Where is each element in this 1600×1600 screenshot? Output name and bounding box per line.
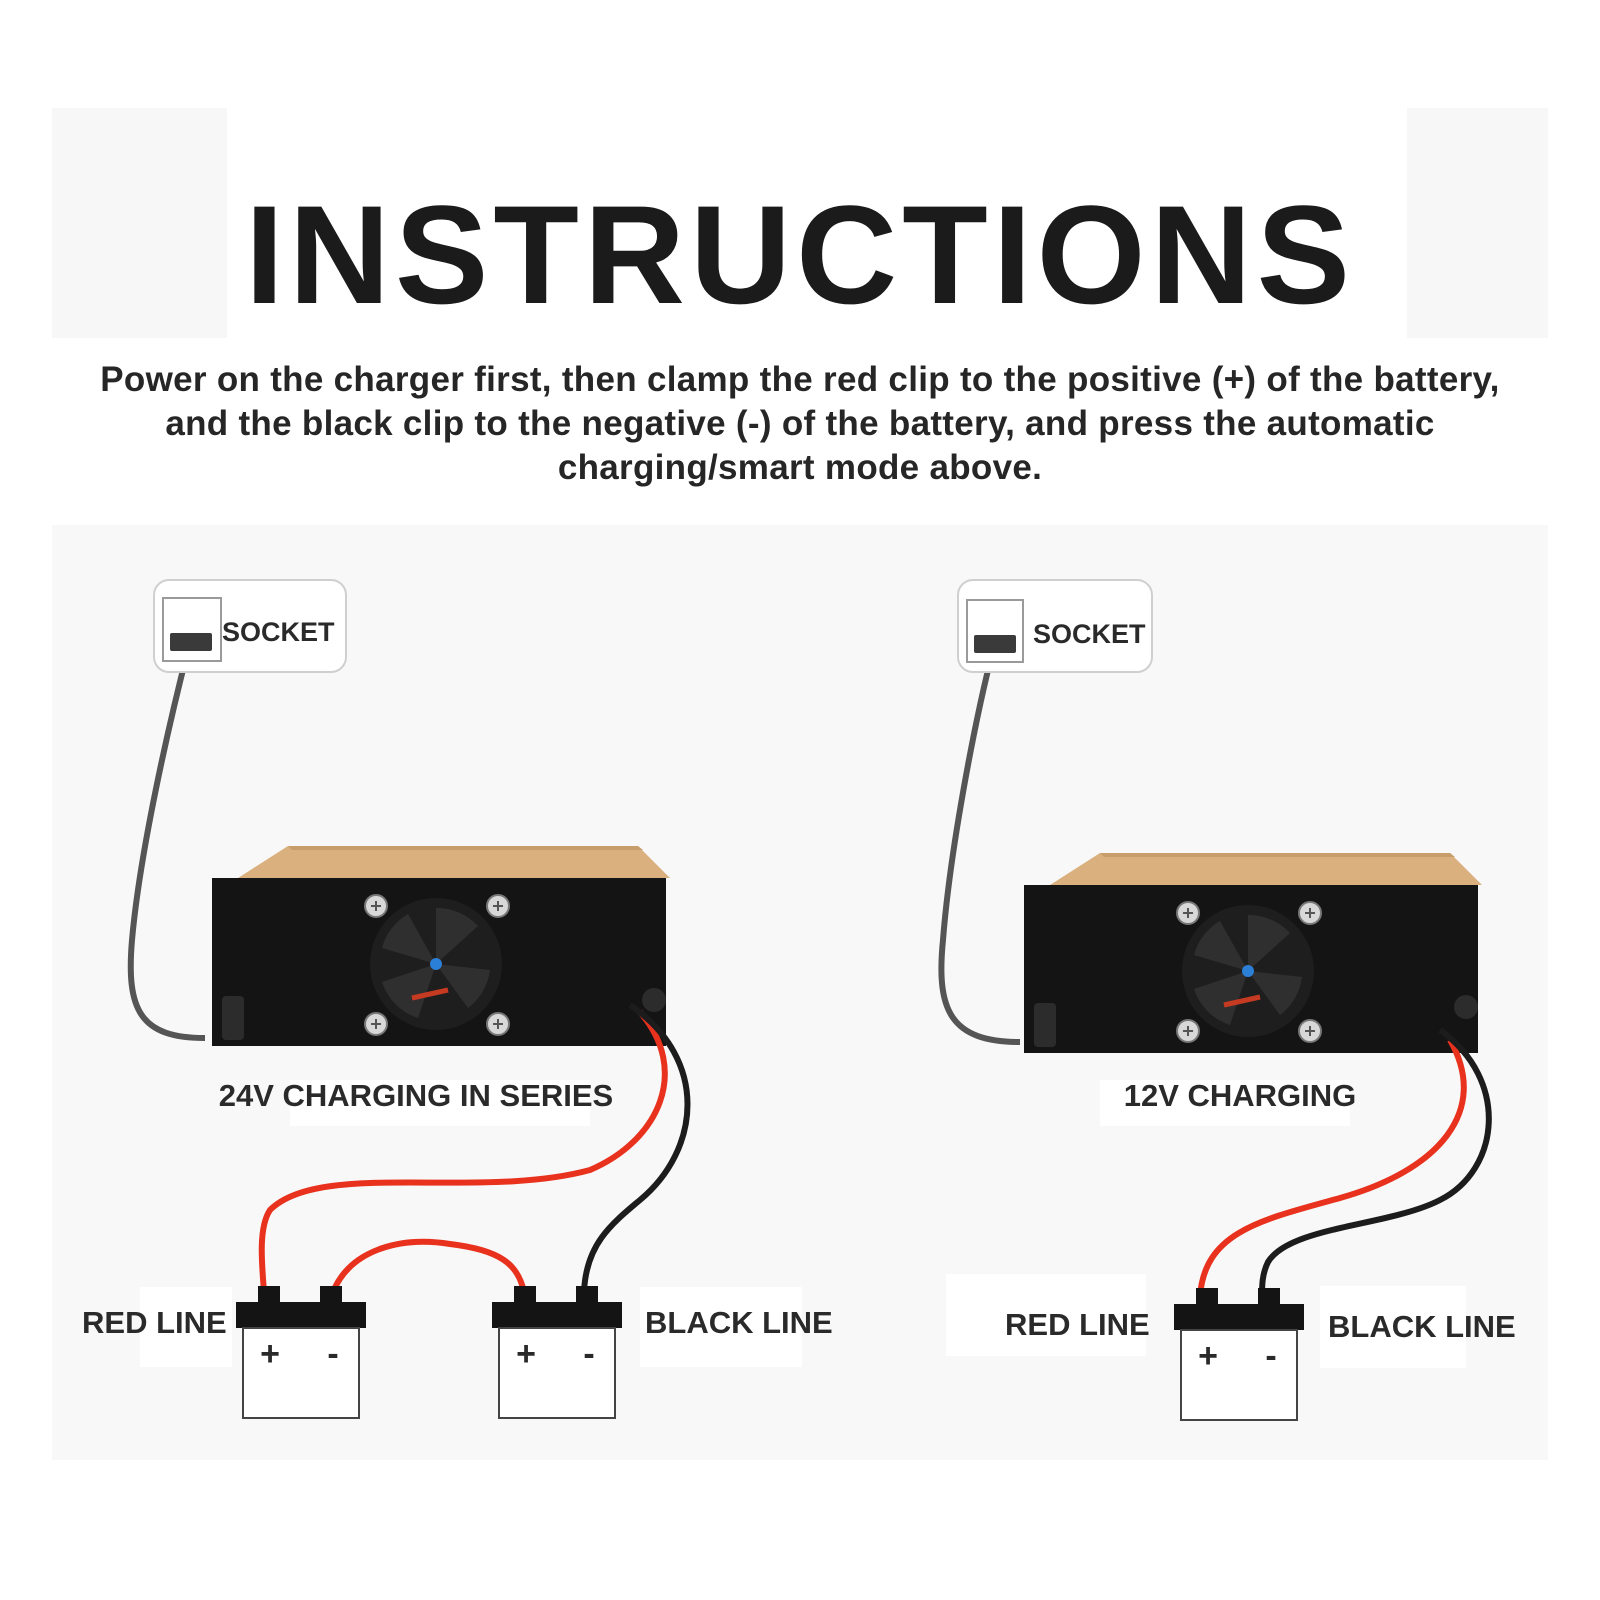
left-socket: SOCKET <box>153 579 347 673</box>
right-battery-plus: + <box>1198 1337 1218 1375</box>
right-battery <box>1173 1287 1305 1421</box>
right-battery-minus: - <box>1265 1337 1276 1375</box>
page-title: INSTRUCTIONS <box>245 176 1355 333</box>
left-red-wire <box>258 1010 668 1293</box>
left-black-line-label: BLACK LINE <box>645 1305 833 1340</box>
left-battery-2-plus: + <box>516 1335 536 1373</box>
right-charger <box>1024 853 1482 1053</box>
left-red-line-label: RED LINE <box>82 1305 227 1340</box>
right-black-wire <box>1259 1027 1492 1297</box>
right-socket: SOCKET <box>957 579 1153 673</box>
instruction-text: Power on the charger first, then clamp t… <box>100 360 1500 487</box>
left-socket-label: SOCKET <box>222 617 335 647</box>
left-charger <box>212 846 670 1046</box>
right-red-line-label: RED LINE <box>1005 1307 1150 1342</box>
left-setup: SOCKET 24V CHARGING IN SERIES + - + - RE… <box>82 579 833 1419</box>
left-battery-1 <box>235 1285 367 1419</box>
right-caption: 12V CHARGING <box>1124 1078 1357 1113</box>
right-black-line-label: BLACK LINE <box>1328 1309 1516 1344</box>
right-socket-label: SOCKET <box>1033 619 1146 649</box>
left-series-link <box>330 1238 527 1294</box>
right-power-cord <box>938 649 1021 1045</box>
right-red-wire <box>1197 1038 1467 1297</box>
left-caption: 24V CHARGING IN SERIES <box>219 1078 613 1113</box>
left-battery-2-minus: - <box>583 1335 594 1373</box>
title-panel <box>52 108 1548 338</box>
left-battery-2 <box>491 1285 623 1419</box>
left-battery-1-plus: + <box>260 1335 280 1373</box>
left-black-wire <box>581 1002 691 1293</box>
left-battery-1-minus: - <box>327 1335 338 1373</box>
right-setup: SOCKET 12V CHARGING + - RED LINE BLACK L… <box>938 579 1516 1421</box>
left-power-cord <box>127 649 206 1041</box>
